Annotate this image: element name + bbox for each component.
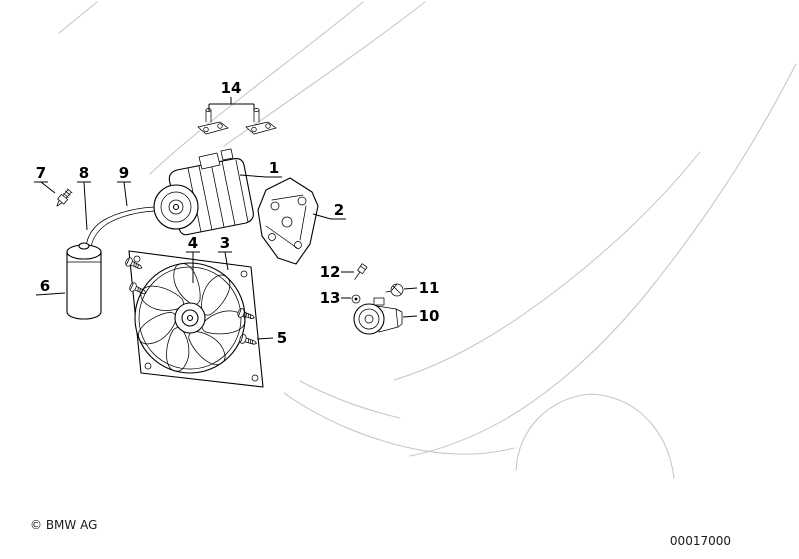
leader-9 <box>117 181 131 207</box>
diagram-number: 00017000 <box>670 534 731 548</box>
receiver-drier-drawing <box>66 242 102 320</box>
leader-11 <box>403 287 418 290</box>
callout-label-1[interactable]: 1 <box>269 159 279 177</box>
callout-label-10[interactable]: 10 <box>419 307 440 325</box>
support-bracket-drawing <box>257 177 319 265</box>
car-body-outline <box>58 1 797 479</box>
valve-cap-drawing <box>385 283 404 297</box>
leader-7 <box>34 181 56 194</box>
leader-14 <box>208 97 255 111</box>
side-profile-line <box>409 63 797 457</box>
callout-leader-lines <box>34 97 418 340</box>
leader-10 <box>402 315 418 318</box>
callout-label-8[interactable]: 8 <box>79 164 89 182</box>
leader-8 <box>77 181 91 231</box>
leader-4 <box>186 251 200 283</box>
callout-label-12[interactable]: 12 <box>320 263 341 281</box>
callout-label-11[interactable]: 11 <box>419 279 440 297</box>
callout-label-7[interactable]: 7 <box>36 164 46 182</box>
callout-label-9[interactable]: 9 <box>119 164 129 182</box>
mounting-brackets-drawing <box>197 108 277 135</box>
leader-2 <box>312 213 346 220</box>
hood-edge-segment <box>58 1 98 34</box>
callout-label-4[interactable]: 4 <box>188 234 198 252</box>
callout-label-3[interactable]: 3 <box>220 234 230 252</box>
headlight-line <box>299 380 401 419</box>
callout-label-2[interactable]: 2 <box>334 201 344 219</box>
bumper-line <box>283 392 515 455</box>
copyright-text: © BMW AG <box>30 518 97 532</box>
leader-5 <box>256 337 274 340</box>
service-valve-drawing <box>56 188 73 207</box>
callout-label-13[interactable]: 13 <box>320 289 341 307</box>
hood-line <box>149 1 364 175</box>
temperature-sensor-drawing <box>354 263 368 280</box>
leader-3 <box>218 251 232 271</box>
wheel-arch-line <box>515 393 675 479</box>
leader-1 <box>239 174 282 178</box>
small-part-13-drawing <box>351 294 361 304</box>
refrigerant-pipe-drawing <box>85 206 168 248</box>
callout-label-14[interactable]: 14 <box>221 79 242 97</box>
leader-6 <box>35 292 66 296</box>
callout-labels: 14 7 8 9 1 2 6 4 3 5 12 13 11 10 <box>36 79 440 347</box>
fan-drawing <box>134 262 248 375</box>
fender-inner-line <box>393 151 701 381</box>
windshield-line <box>223 1 426 147</box>
compressor-drawing <box>153 148 254 236</box>
callout-label-5[interactable]: 5 <box>277 329 287 347</box>
callout-label-6[interactable]: 6 <box>40 277 50 295</box>
pressure-switch-drawing <box>353 297 403 335</box>
